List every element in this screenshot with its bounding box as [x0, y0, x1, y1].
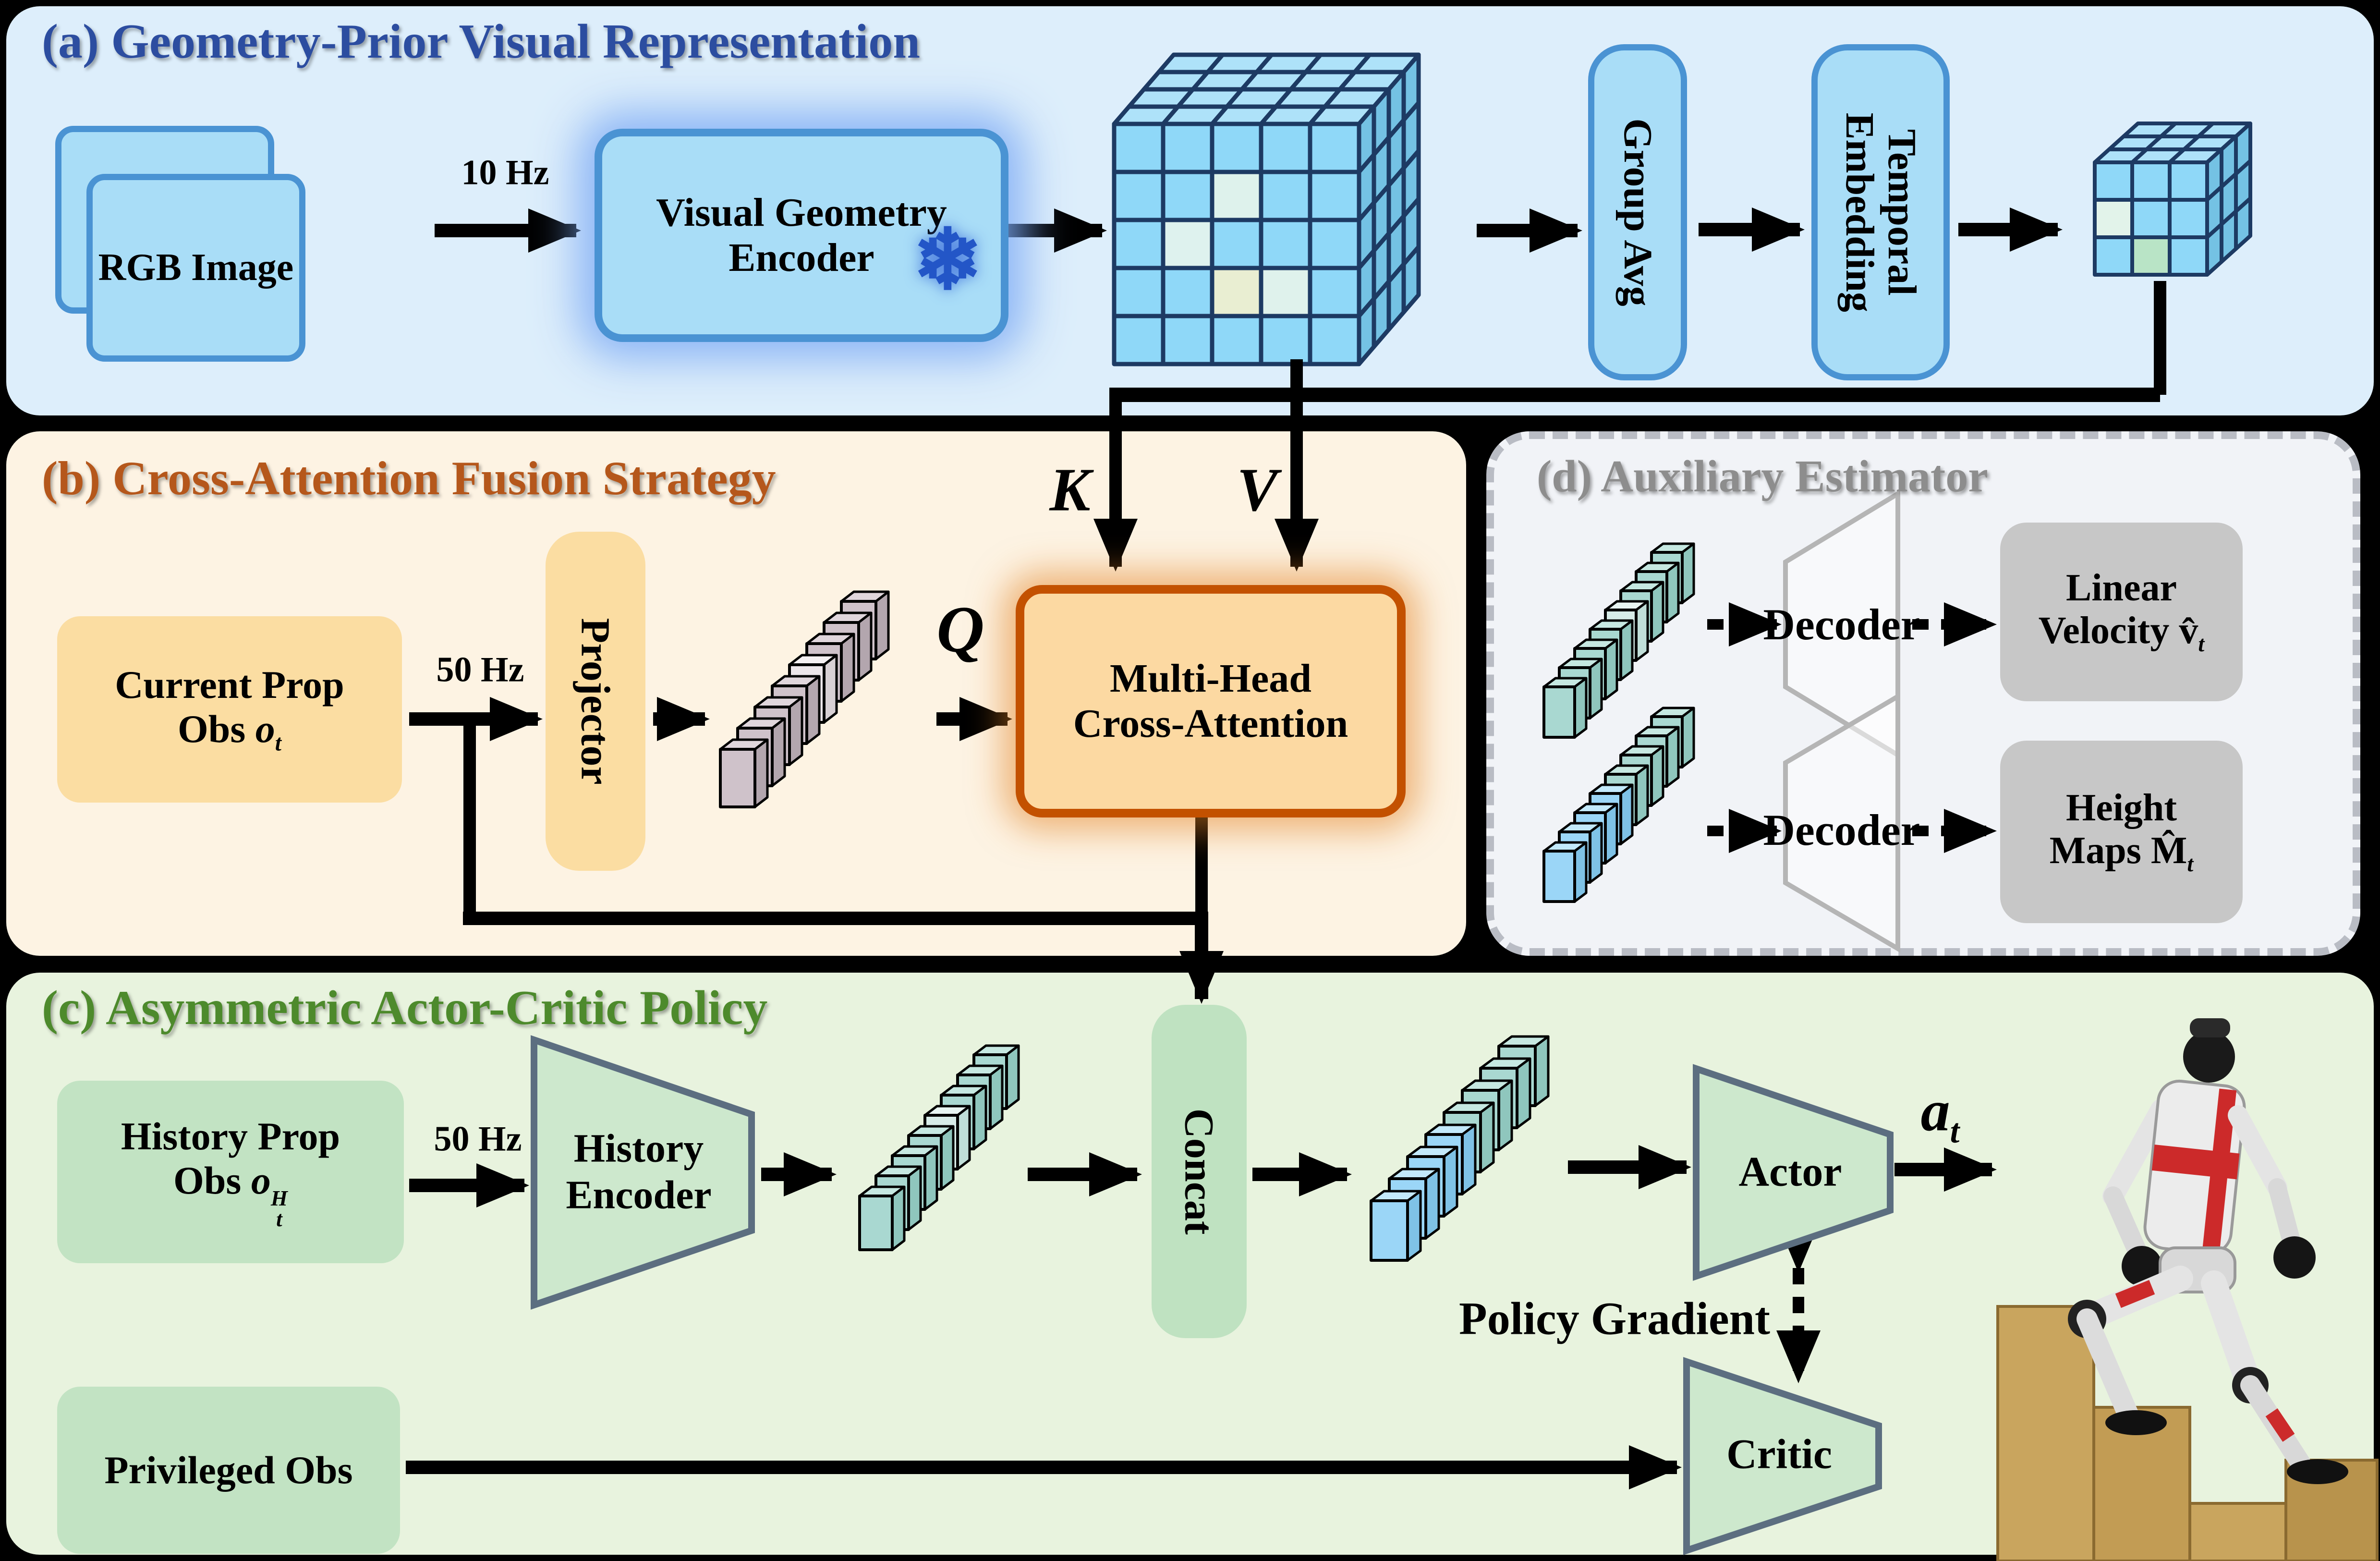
visual-geometry-encoder-box: Visual Geometry Encoder	[595, 129, 1008, 342]
rgb-image-box: RGB Image	[86, 174, 305, 362]
projector-box: Projector	[546, 532, 645, 871]
snowflake-icon: ❄	[912, 214, 983, 307]
k-label: K	[1049, 455, 1091, 524]
q-label: Q	[936, 592, 984, 666]
group-avg-label: Group Avg	[1615, 118, 1661, 306]
action-label: at	[1920, 1078, 1960, 1150]
section-c-title: (c) Asymmetric Actor-Critic Policy	[42, 981, 768, 1035]
current-prop-obs-box: Current Prop Obs ot	[57, 616, 402, 803]
section-d-title: (d) Auxiliary Estimator	[1537, 451, 1988, 501]
critic-label: Critic	[1726, 1431, 1832, 1478]
rgb-image-label: RGB Image	[98, 246, 294, 289]
concat-label: Concat	[1176, 1108, 1223, 1235]
linear-velocity-box: Linear Velocity v̂t	[2000, 523, 2243, 701]
privileged-obs-box: Privileged Obs	[57, 1387, 400, 1554]
v-label: V	[1237, 455, 1278, 524]
decoder2-label: Decoder	[1763, 805, 1920, 854]
policy-gradient-label: Policy Gradient	[1459, 1293, 1770, 1344]
temporal-embedding-box: Temporal Embedding	[1811, 44, 1950, 380]
rate-50hz-label-b: 50 Hz	[436, 650, 524, 690]
temporal-embedding-label: Temporal Embedding	[1837, 112, 1925, 312]
projector-label: Projector	[572, 618, 619, 785]
actor-label: Actor	[1738, 1148, 1842, 1195]
vge-label-line1: Visual Geometry	[656, 190, 947, 235]
section-b-title: (b) Cross-Attention Fusion Strategy	[42, 451, 776, 505]
group-avg-box: Group Avg	[1588, 44, 1687, 380]
vge-label-line2: Encoder	[729, 235, 874, 280]
rate-50hz-label-c: 50 Hz	[434, 1119, 522, 1159]
rate-10hz-label: 10 Hz	[461, 153, 549, 193]
section-a-title: (a) Geometry-Prior Visual Representation	[42, 14, 921, 69]
concat-box: Concat	[1152, 1005, 1247, 1338]
decoder1-label: Decoder	[1763, 600, 1920, 649]
height-maps-box: Height Maps M̂t	[2000, 741, 2243, 923]
history-encoder-label: History Encoder	[566, 1126, 712, 1217]
multi-head-cross-attention-box: Multi-Head Cross-Attention	[1016, 585, 1406, 817]
